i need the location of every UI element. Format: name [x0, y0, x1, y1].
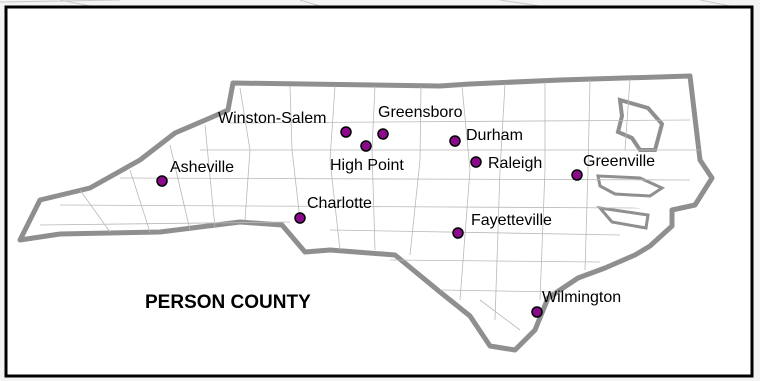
albemarle-sound: [596, 174, 666, 198]
city-charlotte: Charlotte: [294, 195, 372, 224]
city-label: Asheville: [170, 159, 234, 176]
city-label: Wilmington: [542, 289, 621, 306]
background-lines: [0, 0, 731, 7]
city-marker-icon: [156, 175, 168, 187]
city-high-point: High Point: [330, 140, 404, 174]
city-label: Winston-Salem: [218, 110, 326, 127]
city-fayetteville: Fayetteville: [452, 212, 552, 239]
city-label: Charlotte: [307, 195, 372, 212]
city-marker-icon: [452, 227, 464, 239]
county-title: PERSON COUNTY: [145, 292, 311, 313]
county-lines: [39, 78, 700, 331]
city-winston-salem: Winston-Salem: [218, 110, 352, 138]
city-marker-icon: [294, 212, 306, 224]
city-marker-icon: [571, 169, 583, 181]
north-carolina-state: [17, 73, 715, 353]
city-greensboro: Greensboro: [377, 104, 463, 140]
city-label: Greensboro: [378, 104, 463, 121]
city-label: Durham: [466, 127, 523, 144]
city-marker-icon: [377, 128, 389, 140]
city-marker-icon: [340, 126, 352, 138]
city-label: Greenville: [583, 153, 655, 170]
city-wilmington: Wilmington: [531, 289, 621, 318]
city-label: Fayetteville: [471, 212, 552, 229]
city-label: Raleigh: [488, 155, 542, 172]
city-label: High Point: [330, 157, 404, 174]
city-marker-icon: [360, 140, 372, 152]
city-raleigh: Raleigh: [470, 155, 542, 172]
city-asheville: Asheville: [156, 159, 234, 187]
neuse-inlet: [596, 205, 650, 230]
city-marker-icon: [531, 306, 543, 318]
city-marker-icon: [449, 135, 461, 147]
city-greenville: Greenville: [571, 153, 655, 181]
city-marker-icon: [470, 156, 482, 168]
city-durham: Durham: [449, 127, 523, 147]
